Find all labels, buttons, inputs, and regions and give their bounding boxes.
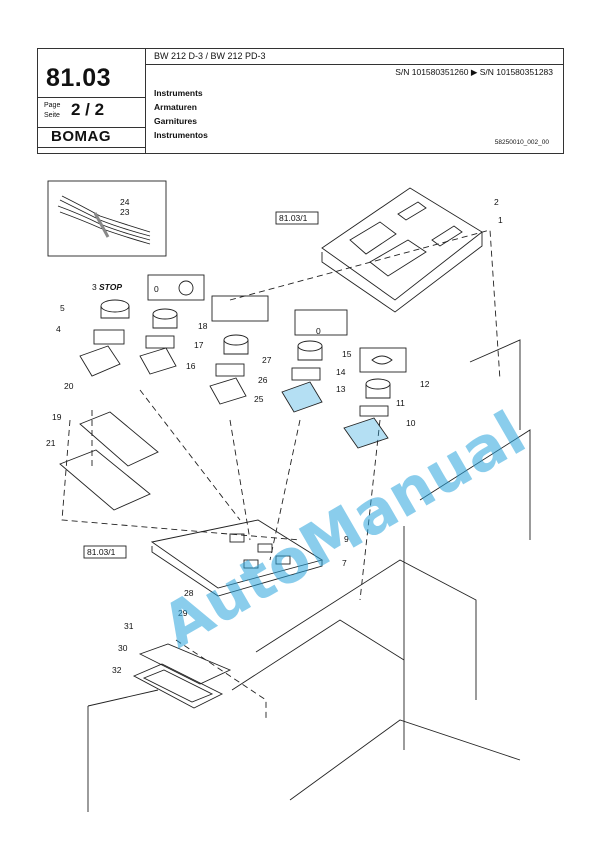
part-30: 30 [118,643,128,653]
part-5: 5 [60,303,65,313]
divider [38,147,145,148]
switch-stack-18 [139,308,178,375]
lamp-icon [178,280,194,296]
divider [38,127,145,128]
brand-logo: BOMAG [51,128,111,145]
ref-box-top [275,211,319,225]
switch-stack-12 [343,378,391,449]
ref-box-bottom [83,545,127,559]
model-name: BW 212 D-3 / BW 212 PD-3 [154,51,266,61]
divider [145,49,146,153]
lower-panel [150,519,324,597]
part-20: 20 [64,381,74,391]
part-25: 25 [254,394,264,404]
part-28: 28 [184,588,194,598]
symbol-plate-horn [359,347,407,373]
part-16: 16 [186,361,196,371]
stop-symbol: STOP [99,282,122,292]
part-29: 29 [178,608,188,618]
panel-19 [59,411,159,511]
zero-symbol: 0 [154,284,159,294]
watermark: AutoManual [151,398,537,661]
ref-label-top: 81.03/1 [279,213,308,223]
part-1: 1 [498,215,503,225]
page-number: 2 / 2 [71,100,105,119]
part-26: 26 [258,375,268,385]
part-31: 31 [124,621,134,631]
part-7: 7 [342,558,347,568]
part-3: 3 [92,282,97,292]
part-19: 19 [52,412,62,422]
divider [145,64,563,65]
part-17: 17 [194,340,204,350]
part-10: 10 [406,418,416,428]
assembly-lines [61,229,501,720]
part-32: 32 [112,665,122,675]
title-en: Instruments [154,88,203,98]
document-id: 58250010_002_00 [494,139,549,146]
title-es: Instrumentos [154,130,208,140]
housing [87,339,531,812]
symbol-plate-light [147,274,205,301]
part-15: 15 [342,349,352,359]
part-23: 23 [120,207,130,217]
symbol-plate-hydraulic [211,295,269,322]
horn-icon [371,355,393,365]
page-label: Page Seite [44,102,61,119]
part-9: 9 [344,534,349,544]
title-fr: Garnitures [154,116,197,126]
part-21: 21 [46,438,56,448]
inset-box [47,180,167,257]
ref-label-bottom: 81.03/1 [87,547,116,557]
section-number: 81.03 [46,64,112,92]
part-13: 13 [336,384,346,394]
cable-harness [57,195,151,245]
switch-stack-15 [281,340,323,413]
part-11: 11 [396,398,405,408]
part-4: 4 [56,324,61,334]
part-27: 27 [262,355,272,365]
part-14: 14 [336,367,346,377]
header-box: 81.03 Page Seite 2 / 2 BOMAG BW 212 D-3 … [37,48,564,154]
divider [38,97,145,98]
part-18: 18 [198,321,208,331]
part-2: 2 [494,197,499,207]
title-de: Armaturen [154,102,197,112]
zero-symbol-vibration: 0 [316,326,321,336]
part-24: 24 [120,197,130,207]
switch-stack-stop [79,299,130,377]
part-12: 12 [420,379,430,389]
small-cover [132,643,232,709]
symbol-plate-vibration [294,309,348,336]
switch-stack-27 [209,334,249,405]
serial-range: S/N 101580351260 ▶ S/N 101580351283 [395,67,553,77]
